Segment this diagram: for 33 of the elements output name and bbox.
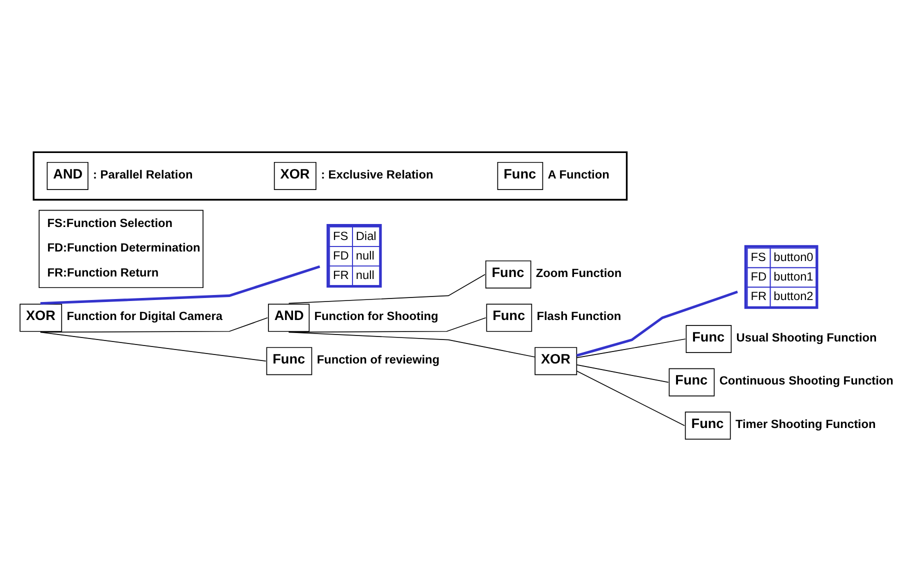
- node-label: Continuous Shooting Function: [719, 374, 894, 388]
- connector: [288, 274, 486, 304]
- node-box: Func: [497, 162, 544, 190]
- node-label: Function of reviewing: [316, 352, 440, 366]
- node-label: Zoom Function: [536, 266, 622, 280]
- node-label: A Function: [548, 167, 610, 182]
- node-label: Function for Shooting: [314, 309, 438, 324]
- node-box: Func: [684, 412, 731, 440]
- node-box: AND: [268, 304, 310, 332]
- connector: [576, 290, 738, 357]
- connector: [40, 332, 266, 362]
- node-box: XOR: [534, 347, 578, 376]
- node-box: XOR: [20, 304, 62, 332]
- node-label: Timer Shooting Function: [735, 416, 876, 431]
- connector: [576, 370, 685, 426]
- node-label: Function for Digital Camera: [66, 309, 222, 324]
- connector: [288, 332, 536, 358]
- node-box: Func: [486, 304, 532, 332]
- node-label: : Exclusive Relation: [321, 167, 434, 182]
- node-box: Func: [266, 347, 312, 376]
- node-box: AND: [46, 162, 88, 190]
- connector: [576, 338, 686, 358]
- node-box: Func: [485, 260, 532, 288]
- cluster: [32, 151, 628, 201]
- node-box: Func: [668, 368, 715, 396]
- node-label: Flash Function: [536, 309, 622, 324]
- connector: [40, 265, 320, 305]
- node-label: : Parallel Relation: [93, 167, 193, 182]
- node-box: Func: [686, 325, 732, 354]
- node-label: Usual Shooting Function: [736, 330, 877, 344]
- node-box: FS:Function Selection FD:Function Determination FR:Function Return: [38, 210, 204, 288]
- node-box: XOR: [274, 162, 316, 190]
- connector: [576, 364, 669, 383]
